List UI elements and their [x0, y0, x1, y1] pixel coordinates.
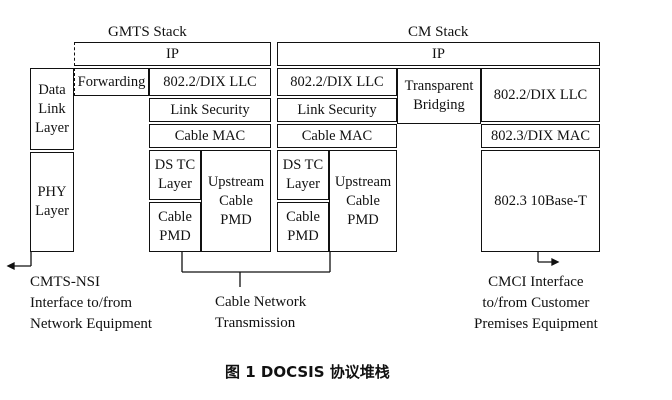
cm-dix-mac: 802.3/DIX MAC	[481, 124, 600, 148]
cm-cable-mac-label: Cable MAC	[301, 127, 373, 144]
cmts-ip-label: IP	[166, 45, 179, 62]
cm-cable-mac: Cable MAC	[277, 124, 397, 148]
cmts-ds-tc-label: DS TC Layer	[154, 157, 196, 192]
cm-ds-tc-layer: DS TC Layer	[277, 150, 329, 200]
cmts-link-security-label: Link Security	[170, 101, 250, 118]
figure-caption: 图 1 DOCSIS 协议堆栈	[225, 363, 390, 381]
cm-upstream-cable-pmd: Upstream Cable PMD	[329, 150, 397, 252]
cm-cmci-interface-label: CMCI Interface to/from Customer Premises…	[474, 274, 598, 332]
cm-llc-left: 802.2/DIX LLC	[277, 68, 397, 96]
cmts-ip-layer: IP	[74, 42, 271, 66]
cmts-forwarding: Forwarding	[74, 68, 149, 96]
cmts-phy-label: PHY Layer	[35, 184, 69, 219]
cm-dix-mac-label: 802.3/DIX MAC	[490, 127, 591, 144]
cmts-upstream-pmd-label: Upstream Cable PMD	[207, 173, 265, 228]
cm-transparent-bridging: Transparent Bridging	[397, 68, 481, 124]
cm-cable-pmd-label: Cable PMD	[286, 209, 320, 244]
cm-stack-title: CM Stack	[408, 24, 469, 40]
cable-network-transmission-label: Cable Network Transmission	[215, 294, 307, 331]
cmts-cable-mac-label: Cable MAC	[174, 127, 246, 144]
cmts-cable-mac: Cable MAC	[149, 124, 271, 148]
cmts-link-security: Link Security	[149, 98, 271, 122]
cmts-ds-tc-layer: DS TC Layer	[149, 150, 201, 200]
cm-upstream-pmd-label: Upstream Cable PMD	[334, 173, 392, 228]
cmts-data-link-layer: Data Link Layer	[30, 68, 74, 150]
cm-llc-left-label: 802.2/DIX LLC	[290, 73, 384, 90]
cm-transparent-bridging-label: Transparent Bridging	[404, 78, 474, 113]
cmts-phy-layer: PHY Layer	[30, 152, 74, 252]
cm-ip-label: IP	[432, 45, 445, 62]
cm-link-security-label: Link Security	[297, 101, 377, 118]
cm-10base-t: 802.3 10Base-T	[481, 150, 600, 252]
cmts-stack-title: GMTS Stack	[108, 24, 187, 40]
cmts-nsi-interface-label: CMTS-NSI Interface to/from Network Equip…	[30, 274, 153, 332]
cmts-llc: 802.2/DIX LLC	[149, 68, 271, 96]
cmts-llc-label: 802.2/DIX LLC	[163, 73, 257, 90]
cm-ds-tc-label: DS TC Layer	[282, 157, 324, 192]
cmts-data-link-label: Data Link Layer	[35, 81, 69, 136]
cm-link-security: Link Security	[277, 98, 397, 122]
cm-cable-pmd: Cable PMD	[277, 202, 329, 252]
cmts-cable-pmd-label: Cable PMD	[158, 209, 192, 244]
cmts-upstream-cable-pmd: Upstream Cable PMD	[201, 150, 271, 252]
cmts-cable-pmd: Cable PMD	[149, 202, 201, 252]
cm-10base-t-label: 802.3 10Base-T	[494, 192, 587, 209]
cmts-forwarding-label: Forwarding	[77, 73, 146, 90]
cm-llc-right-label: 802.2/DIX LLC	[493, 86, 588, 103]
cm-llc-right: 802.2/DIX LLC	[481, 68, 600, 122]
cm-ip-layer: IP	[277, 42, 600, 66]
